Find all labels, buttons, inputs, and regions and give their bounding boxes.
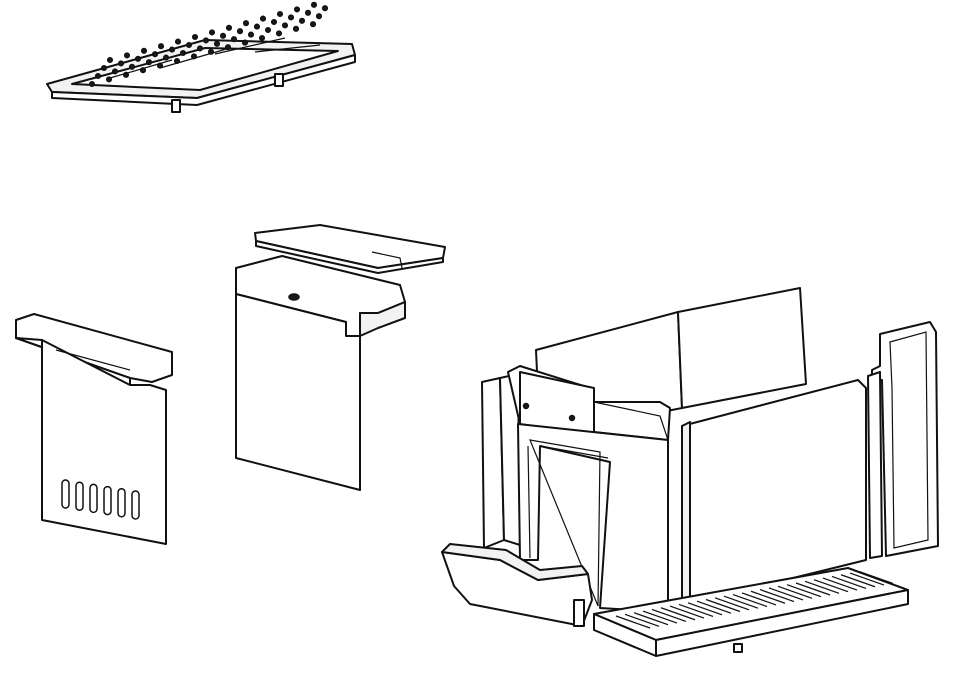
grate-slot	[732, 593, 768, 608]
grate-slot	[678, 603, 714, 618]
grate-hole	[88, 80, 96, 88]
grate-hole	[287, 14, 295, 21]
grate-slot	[795, 582, 831, 596]
grate-hole	[202, 37, 210, 44]
grate-hole	[253, 23, 261, 30]
top-grate	[46, 1, 356, 113]
grate-hole	[321, 5, 329, 12]
grate-hole	[128, 63, 136, 70]
grate-hole	[191, 33, 199, 41]
grate-hole	[293, 6, 301, 13]
grate-slot	[840, 574, 876, 588]
grate-slot	[831, 575, 867, 589]
grate-slot	[804, 580, 840, 594]
bottom-grate-slots	[615, 570, 894, 629]
grate-slot	[786, 584, 822, 598]
grate-hole	[298, 17, 306, 24]
grate-slot	[669, 605, 705, 619]
top-grate-holes	[88, 1, 329, 88]
grate-slot	[615, 615, 651, 629]
grate-slot	[633, 612, 669, 626]
grate-hole	[304, 9, 312, 16]
grate-slot	[849, 572, 885, 586]
grate-hole	[162, 54, 170, 61]
grate-hole	[100, 64, 108, 72]
grate-slot	[741, 592, 777, 606]
grate-hole	[117, 60, 125, 67]
grate-slot	[651, 608, 687, 622]
grate-slot	[687, 602, 723, 616]
grate-hole	[270, 18, 278, 26]
grate-hole	[106, 56, 114, 64]
grate-hole	[258, 34, 266, 42]
grate-hole	[264, 26, 272, 34]
grate-bar	[109, 59, 173, 79]
grate-slot	[777, 585, 813, 599]
grate-hole	[219, 32, 227, 39]
grate-hole	[134, 55, 142, 62]
grate-slot	[822, 577, 858, 591]
grate-slot	[714, 597, 750, 611]
grate-hole	[213, 40, 221, 47]
ash-tray	[441, 543, 593, 627]
grate-hole	[185, 41, 193, 49]
grate-slot	[705, 598, 741, 613]
grate-bar	[214, 37, 286, 55]
grate-hole	[168, 46, 176, 53]
left-panel	[15, 313, 173, 545]
grate-bar	[254, 44, 321, 53]
grate-hole	[196, 45, 204, 52]
vent-slot	[75, 481, 84, 511]
grate-hole	[276, 10, 284, 18]
grate-hole	[315, 13, 323, 20]
grate-bar	[159, 47, 231, 69]
grate-slot	[624, 613, 660, 627]
grate-hole	[151, 51, 159, 58]
grate-hole	[259, 15, 267, 22]
grate-hole	[94, 72, 102, 80]
grate-hole	[247, 31, 255, 38]
grate-slot	[813, 579, 849, 593]
vent-slot	[103, 485, 112, 516]
grate-hole	[241, 39, 249, 46]
vent-slot	[61, 479, 70, 509]
grate-slot	[759, 589, 795, 603]
vent-slot	[131, 490, 140, 520]
grate-hole	[174, 38, 182, 45]
grate-slot	[858, 570, 894, 585]
grate-hole	[275, 30, 283, 37]
grate-hole	[179, 49, 187, 57]
grate-slot	[750, 590, 786, 604]
firebox-assembly	[481, 287, 909, 657]
baffle-plate	[254, 224, 446, 274]
vent-slot	[89, 483, 98, 514]
grate-hole	[140, 47, 148, 54]
grate-slot	[723, 595, 759, 609]
grate-hole	[236, 28, 244, 35]
back-panel	[235, 255, 406, 491]
grate-hole	[309, 21, 317, 28]
grate-slot	[696, 600, 732, 614]
grate-hole	[281, 22, 289, 29]
grate-hole	[225, 24, 233, 31]
grate-hole	[157, 43, 165, 50]
grate-slot	[660, 607, 696, 621]
grate-hole	[242, 20, 250, 27]
vent-slot	[117, 488, 126, 518]
grate-hole	[310, 1, 318, 8]
grate-hole	[230, 36, 238, 43]
grate-hole	[145, 59, 153, 66]
left-panel-slots	[61, 479, 140, 520]
grate-slot	[768, 587, 804, 601]
side-frame	[867, 321, 939, 559]
grate-hole	[123, 52, 131, 59]
grate-hole	[292, 25, 300, 32]
grate-hole	[208, 29, 216, 36]
grate-slot	[642, 610, 678, 624]
grate-hole	[111, 68, 119, 75]
